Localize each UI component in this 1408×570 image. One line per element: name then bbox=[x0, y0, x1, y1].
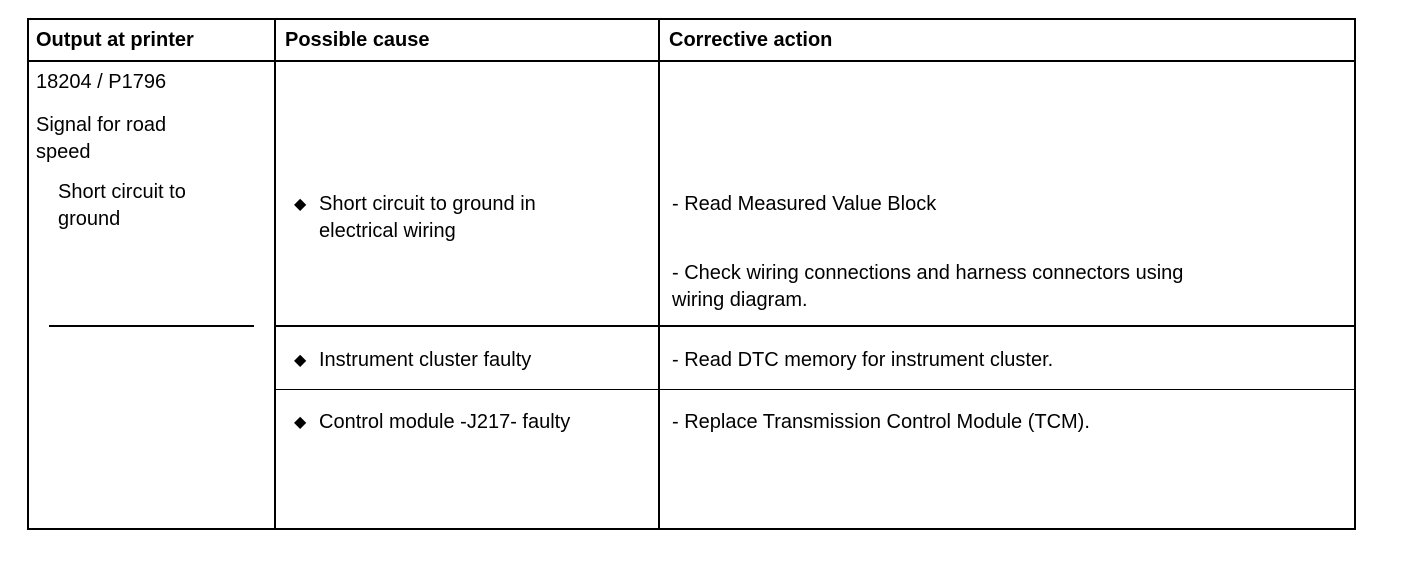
header-corrective-action: Corrective action bbox=[669, 29, 833, 51]
cause-3: Control module -J217- faulty bbox=[319, 411, 571, 433]
action-3: - Replace Transmission Control Module (T… bbox=[672, 411, 1090, 433]
action-1b-line1: - Check wiring connections and harness c… bbox=[672, 262, 1184, 284]
action-1b-line2: wiring diagram. bbox=[672, 289, 808, 311]
fault-type-line2: ground bbox=[58, 208, 121, 230]
diamond-bullet-icon: ◆ bbox=[294, 414, 307, 431]
column-divider-2 bbox=[658, 18, 660, 530]
header-output-at-printer: Output at printer bbox=[36, 29, 194, 51]
action-2: - Read DTC memory for instrument cluster… bbox=[672, 349, 1054, 371]
cause-1-line2: electrical wiring bbox=[319, 220, 456, 242]
diamond-bullet-icon: ◆ bbox=[294, 352, 307, 369]
fault-type-line1: Short circuit to bbox=[58, 181, 186, 203]
cause-2: Instrument cluster faulty bbox=[319, 349, 532, 371]
signal-label-line2: speed bbox=[36, 141, 91, 163]
diamond-bullet-icon: ◆ bbox=[294, 196, 307, 213]
signal-label-line1: Signal for road bbox=[36, 114, 167, 136]
fault-code: 18204 / P1796 bbox=[36, 71, 167, 93]
header-possible-cause: Possible cause bbox=[285, 29, 430, 51]
cause-1-line1: Short circuit to ground in bbox=[319, 193, 536, 215]
row-divider-2 bbox=[274, 389, 1356, 390]
action-1a: - Read Measured Value Block bbox=[672, 193, 937, 215]
diagnostic-table bbox=[27, 18, 1356, 530]
output-separator bbox=[49, 325, 254, 327]
row-divider-1 bbox=[274, 325, 1356, 327]
header-divider bbox=[27, 60, 1356, 62]
column-divider-1 bbox=[274, 18, 276, 530]
